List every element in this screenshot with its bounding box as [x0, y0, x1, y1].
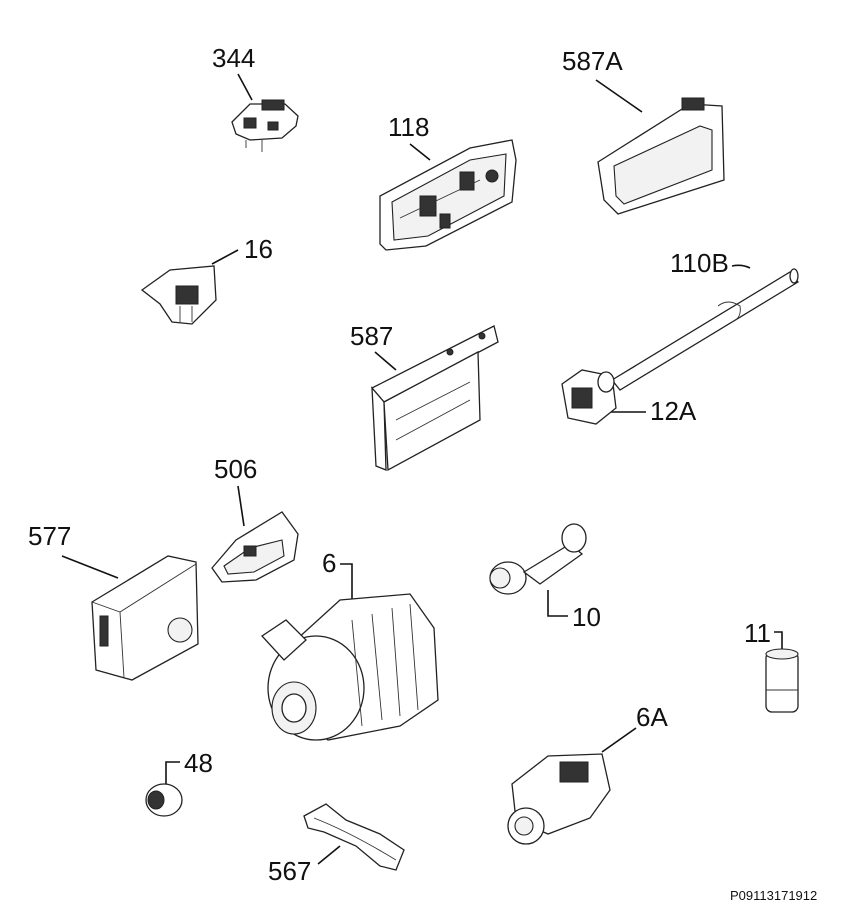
sensor-port	[597, 371, 615, 393]
capacitor-body	[765, 651, 799, 713]
label-16: 16	[244, 234, 273, 264]
label-48: 48	[184, 748, 213, 778]
drain-pump-outlet-inner	[514, 816, 534, 836]
part-344: 344	[212, 43, 299, 152]
module-box	[91, 555, 199, 681]
leader-16	[211, 249, 239, 265]
label-110B: 110B	[670, 248, 729, 278]
leader-587A	[595, 79, 643, 113]
leader-6A	[601, 727, 637, 753]
part-6: 6	[261, 548, 439, 741]
part-577: 577	[28, 521, 199, 681]
label-506: 506	[214, 454, 257, 484]
part-10: 10	[489, 523, 601, 632]
label-10: 10	[572, 602, 601, 632]
part-48: 48	[145, 748, 213, 817]
part-6A: 6A	[507, 702, 668, 845]
leader-506	[237, 485, 245, 527]
drain-pump-connector	[559, 761, 589, 783]
sensor-face	[489, 567, 511, 589]
board-face	[391, 153, 507, 241]
label-344: 344	[212, 43, 255, 73]
hose-clip	[717, 301, 741, 323]
part-12A: 12A	[561, 369, 697, 426]
leader-10	[547, 590, 568, 617]
part-16: 16	[140, 234, 273, 325]
part-506: 506	[211, 454, 299, 583]
part-118: 118	[379, 112, 517, 251]
module-knob	[167, 617, 193, 643]
sensor-connector	[571, 387, 593, 409]
switch-block	[175, 285, 199, 305]
diagram-reference-code: P09113171912	[730, 888, 817, 903]
leader-567	[317, 845, 341, 865]
bracket-left	[371, 386, 387, 471]
bracket-ribs	[395, 381, 471, 441]
label-118: 118	[388, 112, 429, 142]
panel-window	[613, 125, 713, 205]
pump-inlet	[261, 619, 307, 661]
part-587: 587	[350, 321, 499, 472]
label-587: 587	[350, 321, 393, 351]
board-track	[399, 179, 481, 219]
leader-48	[165, 761, 180, 786]
label-567: 567	[268, 856, 311, 886]
part-110B: 110B	[611, 248, 799, 391]
part-11: 11	[744, 618, 799, 713]
leader-118	[409, 143, 431, 161]
clip-hook	[243, 545, 257, 557]
motor-windings	[351, 603, 419, 727]
part-587A: 587A	[562, 46, 725, 215]
leader-11	[774, 631, 783, 650]
leader-110B	[731, 264, 751, 269]
latch-clip	[267, 121, 279, 131]
latch-clip	[243, 117, 257, 129]
latch-top	[261, 99, 285, 111]
label-587A: 587A	[562, 46, 623, 76]
leader-587	[374, 351, 397, 371]
label-12A: 12A	[650, 396, 697, 426]
bracket-hole	[446, 348, 454, 356]
bracket-hole	[478, 332, 486, 340]
hose-end	[789, 268, 799, 284]
knob-face	[147, 790, 165, 810]
clamp-edge	[313, 817, 397, 861]
clamp-body	[303, 803, 405, 871]
panel-tab	[681, 97, 705, 111]
part-567: 567	[268, 803, 405, 886]
label-577: 577	[28, 521, 71, 551]
bracket-face	[383, 350, 481, 472]
board-component	[419, 195, 437, 217]
module-pins	[99, 615, 109, 647]
label-11: 11	[744, 618, 771, 648]
board-component	[459, 171, 475, 191]
sensor-stem	[522, 543, 584, 585]
leader-344	[237, 73, 253, 101]
capacitor-top	[765, 648, 799, 660]
leader-577	[61, 555, 119, 579]
sensor-bulb	[561, 523, 587, 553]
label-6A: 6A	[636, 702, 668, 732]
leader-6	[340, 563, 353, 600]
module-edge	[119, 611, 125, 679]
pump-outlet-inner	[281, 693, 307, 723]
hose-tube	[611, 271, 799, 391]
board-component	[439, 213, 451, 229]
label-6: 6	[322, 548, 336, 578]
board-component	[485, 169, 499, 183]
